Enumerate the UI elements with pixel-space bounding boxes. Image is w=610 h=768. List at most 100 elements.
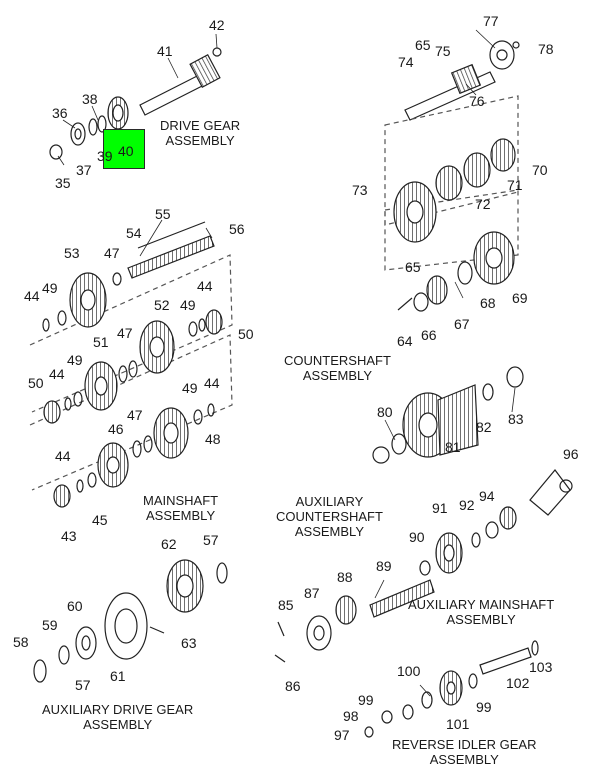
reverse-idler-gear [364,640,539,738]
part-label: 55 [155,206,171,222]
part-label: 51 [93,334,109,350]
leader-lines [57,29,516,697]
part-label: 61 [110,668,126,684]
part-label: 88 [337,569,353,585]
part-label: 100 [397,663,421,679]
part-label: 49 [182,380,198,396]
highlighted-part-box[interactable]: 39 40 [97,129,145,169]
part-label: 43 [61,528,77,544]
part-label: 64 [397,333,413,349]
mainshaft [127,221,215,279]
countershaft-gears [393,138,516,312]
part-label: 44 [204,375,220,391]
part-label: 36 [52,105,68,121]
part-label: 86 [285,678,301,694]
aux-drive-gear [33,559,228,683]
part-label: 57 [203,532,219,548]
part-label: 58 [13,634,29,650]
part-label: 99 [358,692,374,708]
part-label: 35 [55,175,71,191]
mainshaft-washers [42,272,215,493]
part-label: 102 [506,675,530,691]
part-label: 71 [507,177,523,193]
caption-reverse-idler-gear-assembly: REVERSE IDLER GEAR ASSEMBLY [392,737,537,767]
part-label: 92 [459,497,475,513]
part-label: 50 [28,375,44,391]
part-label: 76 [469,93,485,109]
part-label: 49 [67,352,83,368]
part-label: 66 [421,327,437,343]
part-label: 87 [304,585,320,601]
drive-gear-washers [49,115,107,160]
caption-mainshaft-assembly: MAINSHAFT ASSEMBLY [143,493,219,523]
part-label: 46 [108,421,124,437]
part-label: 96 [563,446,579,462]
part-label: 56 [229,221,245,237]
part-label: 83 [508,411,524,427]
part-label: 42 [209,17,225,33]
part-label: 103 [529,659,553,675]
caption-aux-drive-gear-assembly: AUXILIARY DRIVE GEAR ASSEMBLY [42,702,194,732]
caption-aux-mainshaft-assembly: AUXILIARY MAINSHAFT ASSEMBLY [408,597,555,627]
aux-mainshaft [274,469,573,663]
caption-aux-countershaft-assembly: AUXILIARY COUNTERSHAFT ASSEMBLY [276,494,383,539]
mainshaft-bracket [29,254,233,491]
part-label: 97 [334,727,350,743]
part-label: 94 [479,488,495,504]
part-label: 44 [24,288,40,304]
part-label: 57 [75,677,91,693]
part-label: 53 [64,245,80,261]
part-label: 59 [42,617,58,633]
part-label: 44 [49,366,65,382]
aux-countershaft [372,366,524,464]
caption-drive-gear-assembly: DRIVE GEAR ASSEMBLY [160,118,241,148]
part-label: 89 [376,558,392,574]
caption-countershaft-assembly: COUNTERSHAFT ASSEMBLY [284,353,391,383]
part-label: 44 [55,448,71,464]
countershaft [404,40,520,121]
part-label: 47 [127,407,143,423]
part-label: 65 [405,259,421,275]
part-label: 65 [415,37,431,53]
part-label: 90 [409,529,425,545]
drive-gear-shaft [139,47,222,116]
part-label: 77 [483,13,499,29]
drive-gear [107,96,129,130]
part-label: 47 [104,245,120,261]
part-label: 45 [92,512,108,528]
part-label: 48 [205,431,221,447]
part-label: 47 [117,325,133,341]
part-label: 52 [154,297,170,313]
part-label: 82 [476,419,492,435]
part-label: 101 [446,716,470,732]
part-label: 50 [238,326,254,342]
part-label: 98 [343,708,359,724]
part-label-40: 40 [118,143,134,159]
part-label: 78 [538,41,554,57]
part-label: 49 [42,280,58,296]
part-label: 63 [181,635,197,651]
part-label: 80 [377,404,393,420]
part-label: 60 [67,598,83,614]
part-label: 69 [512,290,528,306]
part-label: 54 [126,225,142,241]
part-label: 62 [161,536,177,552]
part-label: 44 [197,278,213,294]
part-label: 73 [352,182,368,198]
part-label: 70 [532,162,548,178]
part-label: 38 [82,91,98,107]
mainshaft-gears [43,272,223,508]
part-label: 41 [157,43,173,59]
countershaft-bracket [384,95,519,271]
part-label: 49 [180,297,196,313]
part-label: 72 [475,196,491,212]
part-label-39: 39 [97,148,113,164]
part-label: 81 [445,439,461,455]
part-label: 37 [76,162,92,178]
part-label: 68 [480,295,496,311]
part-label: 75 [435,43,451,59]
part-label: 91 [432,500,448,516]
part-label: 99 [476,699,492,715]
part-label: 74 [398,54,414,70]
